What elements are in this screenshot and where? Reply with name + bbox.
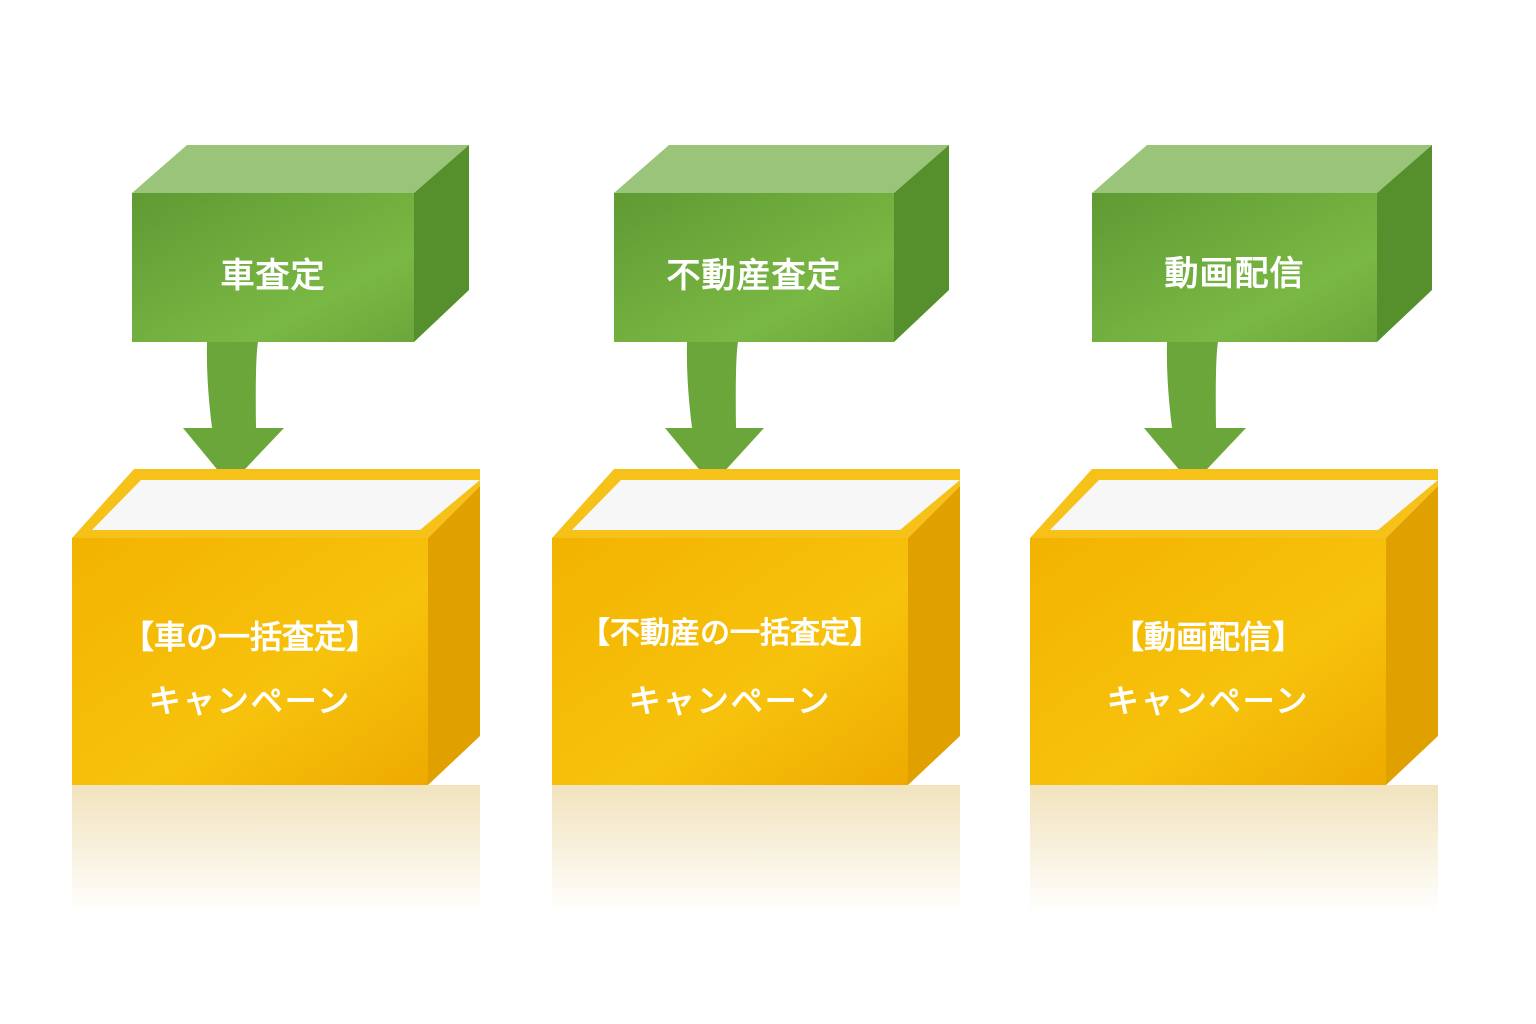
target-subtitle: キャンペーン (628, 682, 832, 720)
target-title: 【不動産の一括査定】 (580, 616, 880, 651)
green-box-top (1092, 145, 1432, 193)
flow-column-2: 不動産査定 【不動産の一括査定】 キャンペーン (480, 0, 960, 1024)
green-box-side (1377, 145, 1432, 342)
target-title: 【動画配信】 (1111, 618, 1304, 656)
flow-column-3: 動画配信 【動画配信】 キャンペーン (958, 0, 1438, 1024)
column-graphic (72, 145, 480, 915)
gold-box-front (552, 538, 908, 785)
reflection (552, 785, 960, 915)
gold-box-side (428, 486, 480, 785)
green-box-front (614, 193, 894, 342)
gold-box-front (72, 538, 428, 785)
gold-box-side (908, 486, 960, 785)
source-label: 車査定 (220, 256, 326, 296)
target-title: 【車の一括査定】 (121, 618, 378, 656)
reflection (1030, 785, 1438, 915)
column-graphic (1030, 145, 1438, 915)
gold-box-opening (92, 480, 480, 530)
target-subtitle: キャンペーン (1106, 682, 1310, 720)
gold-box-side (1386, 486, 1438, 785)
target-subtitle: キャンペーン (148, 682, 352, 720)
flow-column-1: 車査定 【車の一括査定】 キャンペーン (0, 0, 480, 1024)
source-label: 不動産査定 (666, 256, 842, 296)
source-label: 動画配信 (1164, 254, 1305, 294)
gold-box-opening (1050, 480, 1438, 530)
green-box-top (614, 145, 949, 193)
green-box-side (414, 145, 469, 342)
reflection (72, 785, 480, 915)
green-box-top (132, 145, 469, 193)
green-box-front (132, 193, 414, 342)
green-box-side (894, 145, 949, 342)
down-arrow-icon (665, 342, 764, 485)
gold-box-front (1030, 538, 1386, 785)
green-box-front (1092, 193, 1377, 342)
column-graphic (552, 145, 960, 915)
gold-box-opening (572, 480, 960, 530)
down-arrow-icon (183, 342, 284, 485)
down-arrow-icon (1144, 342, 1246, 485)
